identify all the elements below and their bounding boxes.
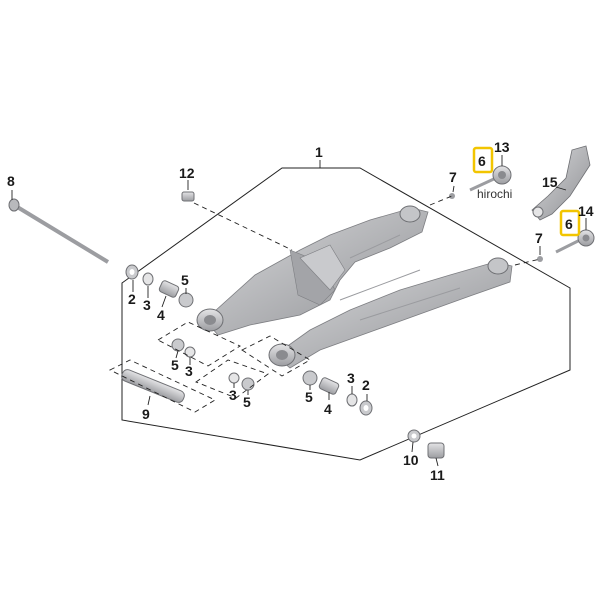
axle-bolt: [8, 198, 110, 264]
callout-8: 8: [7, 173, 15, 189]
callout-9: 9: [142, 406, 150, 422]
cap-12: [181, 191, 195, 202]
callout-3-c: 3: [229, 387, 237, 403]
left-group-outline: [157, 321, 241, 367]
callout-5-c: 5: [243, 394, 251, 410]
callout-7-lower: 7: [535, 230, 543, 246]
callout-4-a: 4: [157, 307, 165, 323]
highlight-6-lower: [559, 209, 581, 237]
dash-upper: [429, 195, 453, 206]
right-lower-outline: [241, 335, 311, 377]
spacer-sleeve: [121, 369, 185, 403]
assembly-outline: [121, 167, 571, 461]
callout-1: 1: [315, 144, 323, 160]
callout-3-b: 3: [185, 363, 193, 379]
swingarm: [196, 205, 513, 369]
right-bearing-parts: [302, 370, 445, 459]
center-group-outline: [195, 359, 269, 399]
left-bearing-parts: [125, 264, 196, 358]
leaders: [132, 155, 587, 467]
callout-10: 10: [403, 452, 419, 468]
callout-6-lower: 6: [565, 216, 573, 232]
callout-4-d: 4: [324, 401, 332, 417]
dash-12: [193, 202, 293, 251]
watermark-text: hirochi: [477, 187, 512, 201]
callout-11: 11: [430, 467, 445, 483]
callout-2-d: 2: [362, 377, 370, 393]
sleeve-outline: [108, 359, 216, 413]
callout-6-upper: 6: [478, 153, 486, 169]
callout-2-a: 2: [128, 291, 136, 307]
callout-13: 13: [494, 139, 510, 155]
callout-14: 14: [578, 203, 594, 219]
callout-5-b: 5: [171, 357, 179, 373]
callout-3-d: 3: [347, 370, 355, 386]
dash-lower: [514, 258, 541, 266]
callout-15: 15: [542, 174, 558, 190]
callout-5-a: 5: [181, 272, 189, 288]
highlight-6-upper: [472, 146, 494, 174]
upper-right-parts: [449, 165, 512, 199]
callout-12: 12: [179, 165, 195, 181]
callout-3-a: 3: [143, 297, 151, 313]
callout-7-upper: 7: [449, 169, 457, 185]
callout-5-d: 5: [305, 389, 313, 405]
